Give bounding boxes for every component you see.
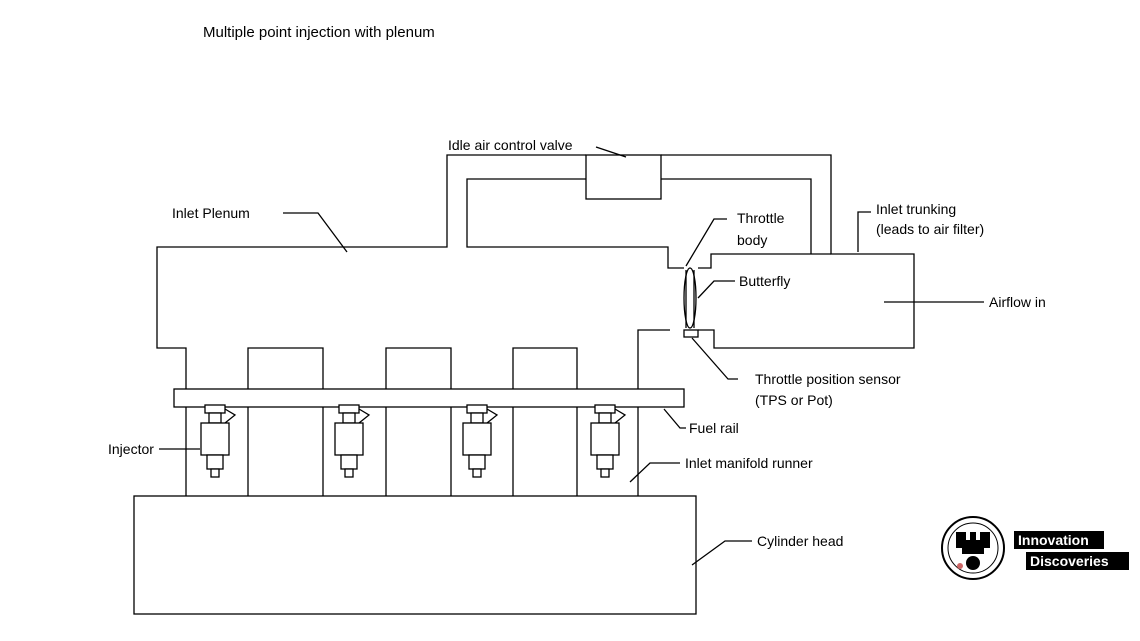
label-fuel-rail: Fuel rail <box>689 420 739 436</box>
fuel-rail <box>173 388 685 408</box>
label-butterfly: Butterfly <box>739 273 790 289</box>
label-body: body <box>737 232 767 248</box>
throttle-butterfly <box>683 267 697 329</box>
idle-air-control-valve <box>585 154 662 200</box>
label-idle-air-control-valve: Idle air control valve <box>448 137 573 153</box>
logo-text-innovation: Innovation <box>1018 532 1089 548</box>
cylinder-head <box>133 495 697 615</box>
injector-2 <box>334 404 371 478</box>
label-inlet-manifold-runner: Inlet manifold runner <box>685 455 813 471</box>
injector-3 <box>462 404 499 478</box>
injector-1 <box>200 404 237 478</box>
label-airflow-in: Airflow in <box>989 294 1046 310</box>
throttle-position-sensor <box>683 329 699 338</box>
label-leads-to-air-filter: (leads to air filter) <box>876 221 984 237</box>
label-cylinder-head: Cylinder head <box>757 533 843 549</box>
leader-lines <box>159 146 984 566</box>
label-inlet-plenum: Inlet Plenum <box>172 205 250 221</box>
injector-4 <box>590 404 627 478</box>
inlet-manifold-runners <box>185 407 639 496</box>
diagram-title: Multiple point injection with plenum <box>203 24 435 41</box>
label-throttle: Throttle <box>737 210 785 226</box>
logo-text-discoveries: Discoveries <box>1030 553 1109 569</box>
innovation-discoveries-logo: Innovation Discoveries <box>941 516 1129 580</box>
label-tps-or-pot: (TPS or Pot) <box>755 392 833 408</box>
label-inlet-trunking: Inlet trunking <box>876 201 956 217</box>
inlet-plenum <box>156 154 915 389</box>
label-throttle-position-sensor: Throttle position sensor <box>755 371 901 387</box>
label-injector: Injector <box>108 441 154 457</box>
plenum-inner-wall <box>466 178 831 269</box>
logo-emblem-icon <box>956 532 990 554</box>
runner-tops <box>247 347 578 389</box>
